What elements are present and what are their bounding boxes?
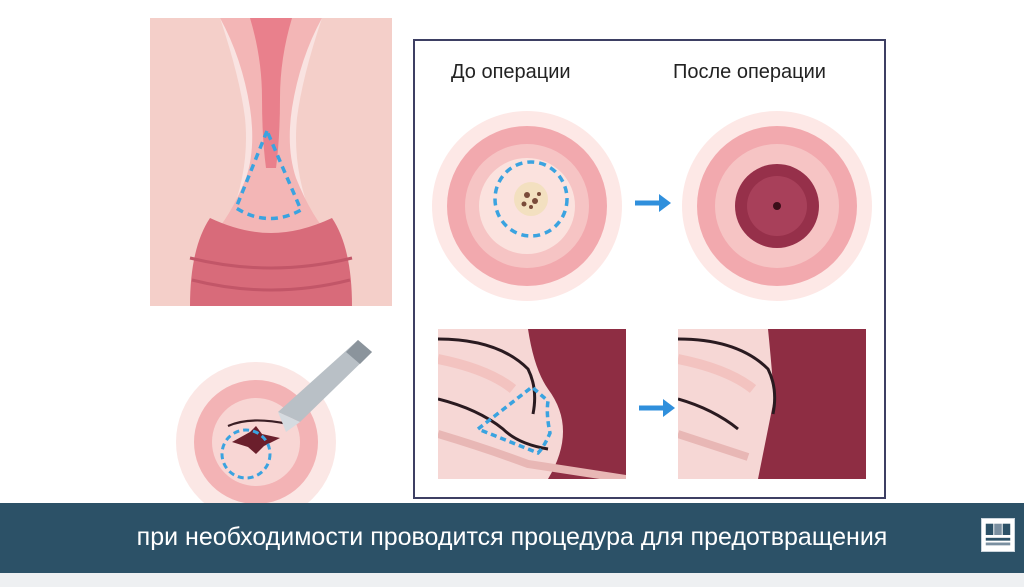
before-cervix-illustration [432,111,622,301]
after-cervix-illustration [682,111,872,301]
health-systems-logo-icon [981,518,1015,552]
caption-text: при необходимости проводится процедура д… [136,523,888,551]
before-title: До операции [451,61,571,83]
arrow-icon-bottom [639,399,675,417]
uterus-cross-section-illustration [150,18,392,306]
before-section-illustration [438,329,626,479]
arrow-icon-top [635,194,671,212]
scalpel-cervix-illustration [176,340,372,505]
after-section-illustration [678,329,866,479]
before-after-panel: До операции После операции [413,39,886,499]
caption-bar: при необходимости проводится процедура д… [0,503,1024,573]
bottom-strip [0,573,1024,587]
after-title: После операции [673,61,826,83]
cone-dashed-outline [233,126,304,221]
